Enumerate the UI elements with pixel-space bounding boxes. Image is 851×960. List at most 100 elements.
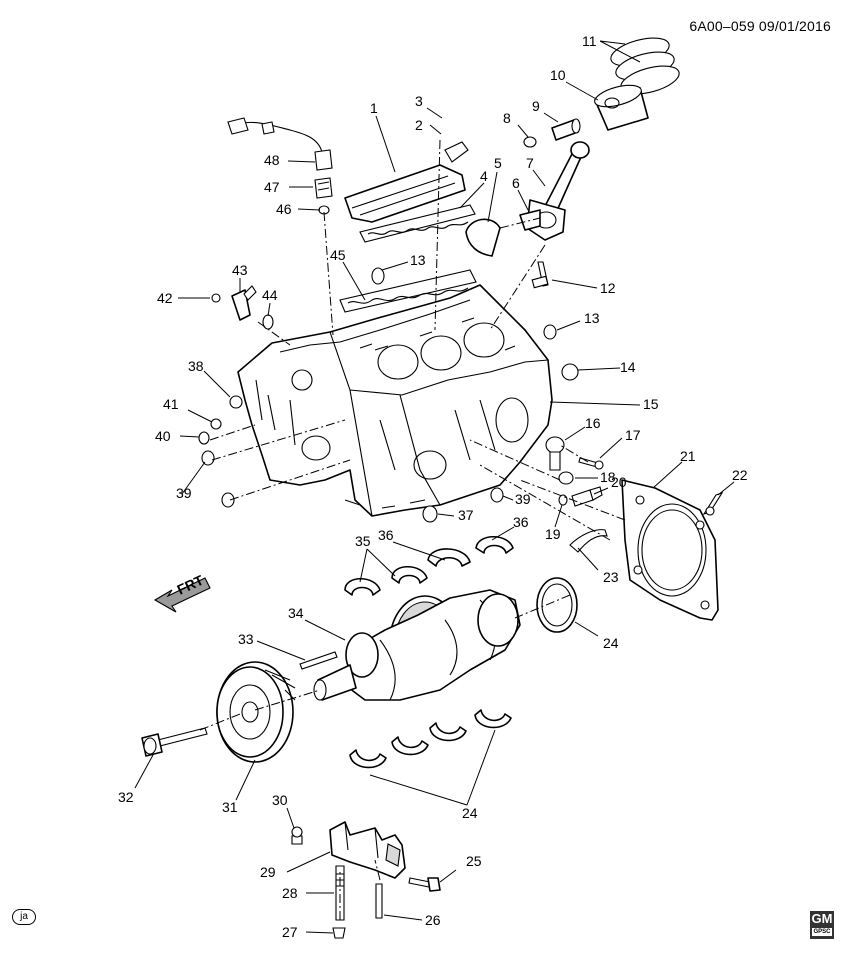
cap-bolt-26 bbox=[408, 877, 441, 892]
callout-4: 4 bbox=[480, 168, 488, 184]
callout-22: 22 bbox=[732, 467, 748, 483]
callout-leaders bbox=[134, 40, 735, 934]
callout-10: 10 bbox=[550, 67, 566, 83]
callout-26: 25 bbox=[466, 853, 482, 869]
callout-49: 48 bbox=[264, 152, 280, 168]
callout-37: 36 bbox=[378, 527, 394, 543]
piston-rings bbox=[610, 37, 680, 95]
callout-8: 8 bbox=[503, 110, 511, 126]
callout-36-left: 35 bbox=[355, 533, 371, 549]
piston-pin bbox=[551, 118, 581, 141]
front-direction-arrow: FRT bbox=[153, 572, 211, 613]
plug-39-right bbox=[490, 487, 504, 503]
callout-38: 37 bbox=[458, 507, 474, 523]
callout-30: 29 bbox=[260, 864, 276, 880]
crankshaft bbox=[313, 589, 521, 701]
gm-logo-text: GM bbox=[811, 911, 833, 926]
callout-48: 47 bbox=[264, 179, 280, 195]
balancer-bolt-33 bbox=[141, 727, 208, 757]
callout-44: 43 bbox=[232, 262, 248, 278]
crank-key-34 bbox=[299, 651, 338, 670]
oil-pressure-sensor bbox=[314, 177, 333, 199]
callout-45: 44 bbox=[262, 287, 278, 303]
artist-credit-mark: ja bbox=[12, 909, 36, 925]
callout-5: 5 bbox=[494, 155, 502, 171]
callout-11: 11 bbox=[582, 33, 597, 49]
knock-sensor-harness bbox=[227, 117, 333, 171]
callout-28: 27 bbox=[282, 924, 298, 940]
callout-24: 24 bbox=[603, 635, 619, 651]
callout-25: 24 bbox=[462, 805, 478, 821]
callout-42: 41 bbox=[163, 396, 179, 412]
callout-39-right: 39 bbox=[515, 491, 531, 507]
plug-40-upper bbox=[201, 450, 215, 466]
callout-1: 1 bbox=[370, 100, 378, 116]
dowel-13-right bbox=[543, 324, 557, 340]
callout-21: 21 bbox=[680, 448, 696, 464]
callout-32: 31 bbox=[222, 799, 238, 815]
main-bearing-25-b bbox=[391, 736, 429, 756]
gm-logo: GM GPSC bbox=[810, 911, 834, 939]
cap-bolt-31 bbox=[291, 826, 303, 845]
seal-23 bbox=[569, 529, 608, 553]
callout-29: 28 bbox=[282, 885, 298, 901]
main-bearing-25-a bbox=[349, 749, 387, 769]
callout-2: 2 bbox=[415, 117, 423, 133]
plug-39-left bbox=[229, 395, 243, 409]
head-gasket-upper bbox=[359, 204, 476, 243]
main-bearing-25-d bbox=[474, 709, 512, 729]
plug-38 bbox=[422, 505, 438, 523]
callout-31: 30 bbox=[272, 792, 288, 808]
pin-retainer bbox=[523, 136, 537, 148]
piston bbox=[594, 84, 649, 131]
callout-13-top: 13 bbox=[410, 252, 426, 268]
callout-14: 14 bbox=[620, 359, 636, 375]
callout-27: 26 bbox=[425, 912, 441, 928]
assembly-centerlines bbox=[199, 139, 626, 920]
connecting-rod bbox=[526, 141, 590, 241]
dowel-13-top bbox=[371, 267, 385, 285]
gm-logo-subtext: GPSC bbox=[812, 928, 832, 936]
bolt-22 bbox=[702, 491, 724, 516]
rod-bearing-cap bbox=[465, 218, 501, 257]
oil-jet-16 bbox=[545, 436, 565, 471]
cap-stud-27 bbox=[375, 883, 383, 919]
callout-46: 45 bbox=[330, 247, 346, 263]
callout-9: 9 bbox=[532, 98, 540, 114]
callout-labels: 1 2 3 4 5 6 7 8 9 10 11 12 13 13 14 15 1… bbox=[118, 33, 748, 940]
callout-40: 39 bbox=[176, 485, 192, 501]
plug-42 bbox=[210, 418, 222, 430]
callout-7: 7 bbox=[526, 155, 534, 171]
callout-33: 32 bbox=[118, 789, 134, 805]
plug-14 bbox=[561, 363, 579, 381]
callout-41: 40 bbox=[155, 428, 171, 444]
main-bearing-36-right bbox=[475, 535, 514, 554]
thrust-bearing-37 bbox=[427, 548, 471, 567]
callout-13-right: 13 bbox=[584, 310, 600, 326]
crankshaft-position-sensor bbox=[231, 285, 257, 321]
rod-bolt bbox=[531, 261, 549, 289]
callout-47: 46 bbox=[276, 201, 292, 217]
oring-19 bbox=[558, 494, 568, 506]
callout-18: 18 bbox=[600, 469, 616, 485]
callout-17: 17 bbox=[625, 427, 641, 443]
engine-block bbox=[237, 284, 553, 517]
rear-main-seal-24 bbox=[536, 577, 578, 633]
main-bearing-cap-30 bbox=[329, 821, 406, 879]
diagram-id: 6A00–059 09/01/2016 bbox=[689, 18, 831, 34]
main-bearing-36-left bbox=[344, 577, 381, 596]
callout-3: 3 bbox=[415, 93, 423, 109]
callout-15: 15 bbox=[643, 396, 659, 412]
main-bearing-25-c bbox=[429, 722, 467, 742]
bolt-17 bbox=[578, 457, 604, 470]
rod-bearing-upper bbox=[519, 209, 541, 231]
callout-35: 34 bbox=[288, 605, 304, 621]
callout-43: 42 bbox=[157, 290, 173, 306]
plug-40-lower bbox=[221, 492, 235, 508]
callout-34: 33 bbox=[238, 631, 254, 647]
callout-20: 20 bbox=[611, 474, 627, 490]
cap-washer-28 bbox=[332, 927, 346, 939]
callout-36-right: 36 bbox=[513, 514, 529, 530]
callout-23: 23 bbox=[603, 569, 619, 585]
